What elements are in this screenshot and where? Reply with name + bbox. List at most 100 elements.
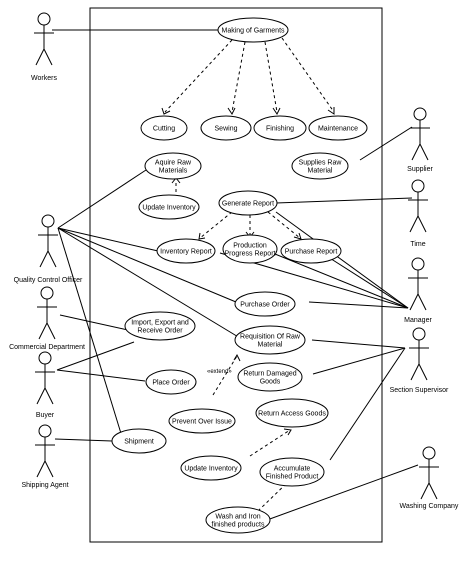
use-case-label: Material (308, 168, 333, 175)
use-case-label: Wash and Iron (215, 514, 260, 521)
use-case-making-of-garments[interactable]: Making of Garments (217, 17, 289, 43)
actor-workers[interactable]: Workers (31, 12, 57, 82)
use-case-purchase-report[interactable]: Purchase Report (280, 238, 342, 264)
use-case-label: Return Damaged (243, 371, 296, 378)
use-case-label: Supplies Raw (299, 160, 343, 167)
use-case-ellipse (111, 428, 167, 454)
actor-body (35, 364, 55, 405)
use-case-inventory-report[interactable]: Inventory Report (156, 238, 216, 264)
actor-label: Quality Control Officer (14, 277, 83, 284)
use-case-shipment[interactable]: Shipment (111, 428, 167, 454)
use-case-label: finished products (212, 522, 265, 529)
use-case-ellipse (140, 115, 188, 141)
actor-label: Manager (404, 317, 432, 324)
actor-body (408, 270, 428, 311)
use-case-label: Finished Product (266, 474, 319, 481)
actor-head (38, 351, 52, 365)
actor-body (35, 437, 55, 478)
actor-body (37, 299, 57, 340)
use-case-ellipse (280, 238, 342, 264)
use-case-label: Goods (260, 379, 281, 386)
use-case-label: Production (233, 243, 267, 250)
actor-commercial-department[interactable]: Commercial Department (9, 286, 85, 351)
use-case-label: Shipment (124, 439, 154, 446)
actor-shipping-agent[interactable]: Shipping Agent (21, 424, 69, 489)
use-case-label: Inventory Report (160, 249, 212, 256)
extend-stereotype: «extend» (207, 369, 232, 375)
actor-head (422, 446, 436, 460)
actor-label: Washing Company (400, 503, 459, 510)
use-case-return-access-goods[interactable]: Return Access Goods (255, 398, 329, 428)
use-case-update-inventory-top[interactable]: Update Inventory (138, 194, 200, 220)
actor-head (411, 179, 425, 193)
use-case-ellipse (205, 506, 271, 534)
actor-head (41, 214, 55, 228)
use-case-ellipse (218, 190, 278, 216)
actor-body (410, 120, 430, 161)
actor-manager[interactable]: Manager (404, 257, 432, 324)
actor-head (40, 286, 54, 300)
use-case-label: Materials (159, 168, 188, 175)
actor-buyer[interactable]: Buyer (35, 351, 55, 419)
actor-section-supervisor[interactable]: Section Supervisor (390, 327, 449, 394)
actor-supplier[interactable]: Supplier (407, 107, 434, 173)
use-case-label: Aquire Raw (155, 160, 192, 167)
use-case-ellipse (234, 291, 296, 317)
use-case-label: Material (258, 342, 283, 349)
use-case-ellipse (259, 457, 325, 487)
actor-label: Supplier (407, 166, 433, 173)
use-case-label: Update Inventory (184, 466, 238, 473)
actor-body (38, 227, 58, 268)
use-case-label: Sewing (215, 126, 238, 133)
use-case-place-order[interactable]: Place Order (145, 369, 197, 395)
use-case-ellipse (217, 17, 289, 43)
actor-body (34, 25, 54, 66)
use-case-purchase-order[interactable]: Purchase Order (234, 291, 296, 317)
actor-time[interactable]: Time (408, 179, 428, 248)
use-case-label: Progress Report (225, 251, 276, 258)
use-case-ellipse (144, 152, 202, 180)
associations (52, 29, 419, 521)
actor-washing-company[interactable]: Washing Company (400, 446, 459, 510)
actor-head (413, 107, 427, 121)
use-case-label: Place Order (152, 380, 190, 387)
use-case-generate-report[interactable]: Generate Report (218, 190, 278, 216)
actor-label: Section Supervisor (390, 387, 449, 394)
use-case-ellipse (222, 234, 278, 264)
use-case-cutting[interactable]: Cutting (140, 115, 188, 141)
use-case-ellipse (180, 455, 242, 481)
use-case-finishing[interactable]: Finishing (253, 115, 307, 141)
use-case-prevent-over-issue[interactable]: Prevent Over Issue (168, 408, 236, 434)
use-case-label: Maintenance (318, 126, 358, 133)
actor-quality-control-officer[interactable]: Quality Control Officer (14, 214, 83, 284)
use-case-maintenance[interactable]: Maintenance (308, 115, 368, 141)
use-case-ellipse (156, 238, 216, 264)
actor-head (412, 327, 426, 341)
actor-body (409, 340, 429, 381)
actor-body (419, 459, 439, 500)
use-case-label: Purchase Order (240, 302, 290, 309)
use-case-update-inventory-bottom[interactable]: Update Inventory (180, 455, 242, 481)
use-case-ellipse (145, 369, 197, 395)
use-case-ellipse (308, 115, 368, 141)
use-case-label: Generate Report (222, 201, 274, 208)
use-case-label: Making of Garments (221, 28, 285, 35)
use-case-sewing[interactable]: Sewing (200, 115, 252, 141)
use-case-ellipse (138, 194, 200, 220)
actor-label: Shipping Agent (21, 482, 68, 489)
use-case-ellipse (168, 408, 236, 434)
use-case-label: Requisition Of Raw (240, 334, 301, 341)
dashed-relations (161, 37, 335, 512)
use-case-label: Update Inventory (142, 205, 196, 212)
use-case-label: Import, Export and (131, 320, 189, 327)
actor-head (37, 12, 51, 26)
